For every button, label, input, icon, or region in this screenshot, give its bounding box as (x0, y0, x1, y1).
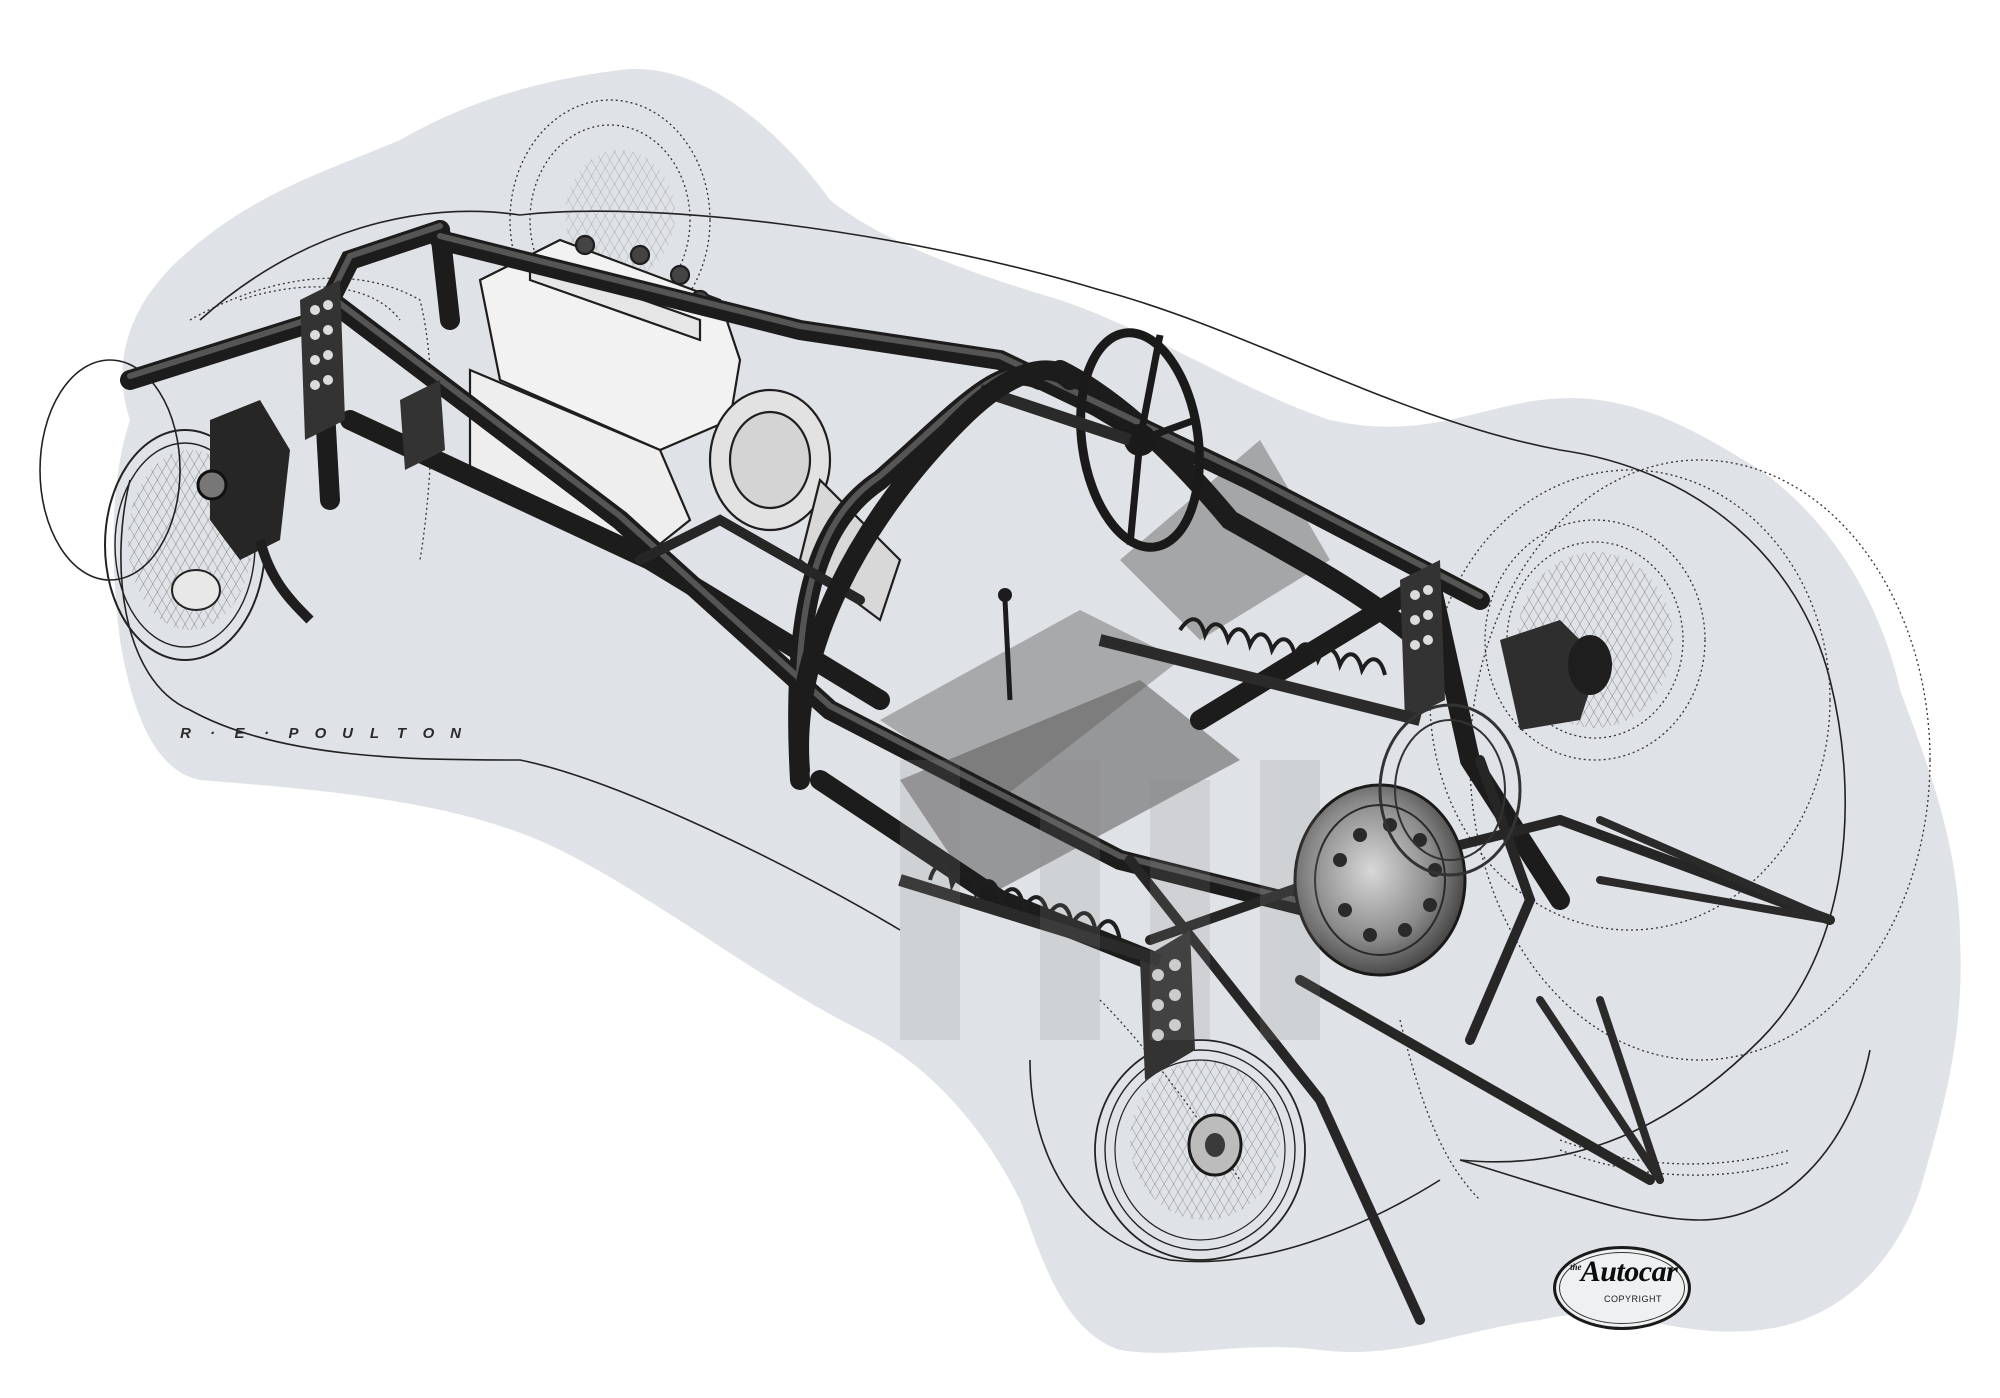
roll-hoop (789, 360, 1080, 780)
front-upright (196, 400, 314, 624)
badge-copyright: COPYRIGHT (1603, 1294, 1662, 1304)
steering-wheel (978, 328, 1204, 552)
faint-watermark (900, 760, 1320, 1040)
coil-spring-lower (898, 863, 1162, 966)
badge-brand: Autocar (1580, 1255, 1678, 1288)
gusset-plates (300, 280, 1445, 1080)
autocar-copyright-badge: the Autocar COPYRIGHT (1553, 1246, 1691, 1330)
badge-prefix: the (1570, 1262, 1582, 1272)
rear-left-wheel (1094, 1039, 1306, 1261)
rear-hub-carrier (1500, 620, 1612, 730)
rear-brake-drum (1293, 703, 1522, 977)
artist-signature: R · E · P O U L T O N (180, 725, 461, 742)
rear-radius-arms (1536, 816, 1834, 1184)
gear-lever (998, 588, 1013, 701)
coil-spring-upper (1098, 617, 1422, 726)
